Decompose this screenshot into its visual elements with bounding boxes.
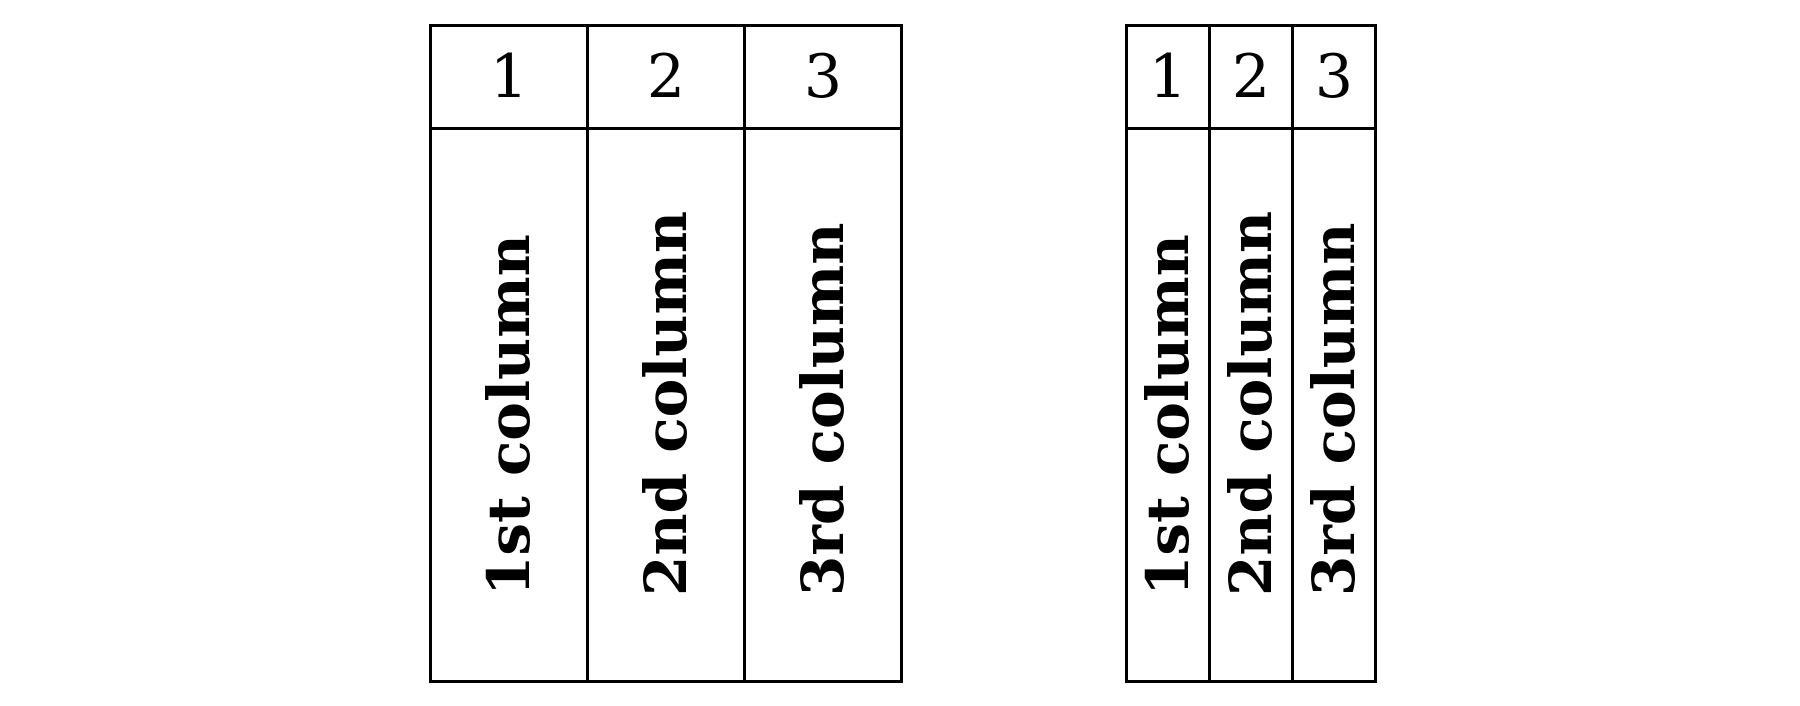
table-wide: 1 2 3 1st column 2nd column 3rd column <box>429 24 903 683</box>
body-cell: 3rd column <box>1291 127 1377 683</box>
body-cell: 3rd column <box>743 127 903 683</box>
header-cell: 1 <box>1125 24 1211 130</box>
header-number: 3 <box>803 42 843 112</box>
header-cell: 3 <box>1291 24 1377 130</box>
header-cell: 3 <box>743 24 903 130</box>
table-narrow: 1 2 3 1st column 2nd column 3rd column <box>1125 24 1377 683</box>
rotated-cell-text: 1st column <box>475 234 543 596</box>
body-cell: 1st column <box>429 127 589 683</box>
header-cell: 1 <box>429 24 589 130</box>
header-number: 2 <box>1231 42 1271 112</box>
header-row: 1 2 3 <box>1125 24 1377 130</box>
rotated-cell-text: 2nd column <box>1217 210 1285 596</box>
body-row: 1st column 2nd column 3rd column <box>1125 127 1377 683</box>
body-cell: 2nd column <box>586 127 746 683</box>
header-number: 1 <box>489 42 529 112</box>
body-row: 1st column 2nd column 3rd column <box>429 127 903 683</box>
body-cell: 2nd column <box>1208 127 1294 683</box>
rotated-cell-text: 2nd column <box>632 210 700 596</box>
rotated-cell-text: 1st column <box>1134 234 1202 596</box>
header-cell: 2 <box>586 24 746 130</box>
header-cell: 2 <box>1208 24 1294 130</box>
header-number: 2 <box>646 42 686 112</box>
body-cell: 1st column <box>1125 127 1211 683</box>
rotated-cell-text: 3rd column <box>1300 222 1368 596</box>
rotated-cell-text: 3rd column <box>789 222 857 596</box>
header-number: 1 <box>1148 42 1188 112</box>
header-number: 3 <box>1314 42 1354 112</box>
header-row: 1 2 3 <box>429 24 903 130</box>
